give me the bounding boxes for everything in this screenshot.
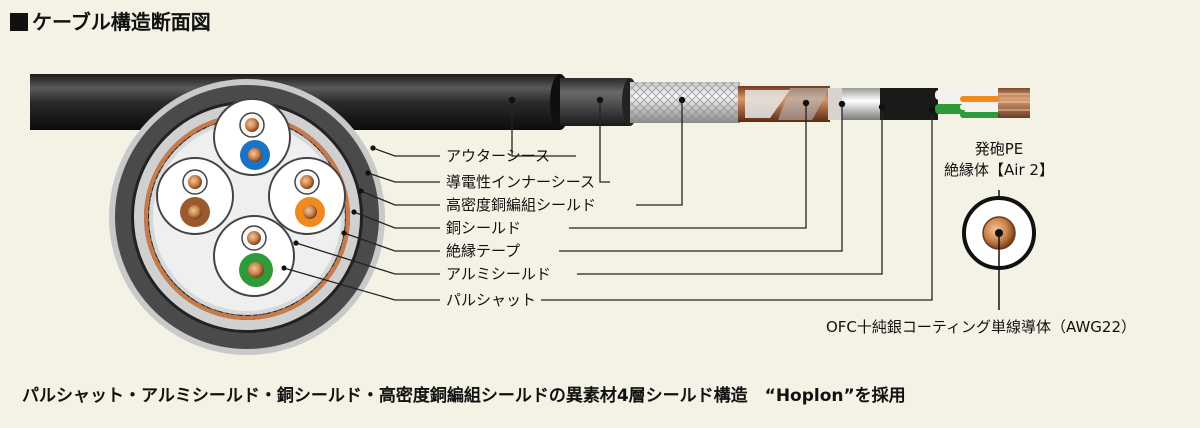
pair-green [213,215,295,297]
conductor-ends-long [998,88,1030,118]
inner-sheath-long [560,78,630,126]
pair-orange [268,157,346,235]
label-conductor: OFC十純銀コーティング単線導体（AWG22） [826,318,1136,336]
leader-lines [283,100,933,301]
label-pe-line2: 絶縁体【Air 2】 [944,161,1054,179]
title-text: ケーブル構造断面図 [32,10,211,34]
square-bullet-icon [10,13,28,31]
pair-blue [213,98,291,176]
pair-sheath-long [880,88,938,120]
insulating-tape-long [828,88,844,120]
leader-dots [281,96,936,271]
label-outer-sheath: アウターシース [446,147,550,165]
label-pe-line1: 発砲PE [974,140,1024,158]
label-copper-shield: 銅シールド [446,219,522,237]
label-aluminum-shield: アルミシールド [446,265,551,283]
aluminum-shield-long [842,88,882,120]
footer-caption: パルシャット・アルミシールド・銅シールド・高密度銅編組シールドの異素材4層シール… [22,386,906,406]
pair-brown [156,157,234,235]
label-palshat: パルシャット [446,291,537,309]
label-insulating-tape: 絶縁テープ [446,242,521,260]
label-conductive-inner-sheath: 導電性インナーシース [446,173,595,191]
page-title: ケーブル構造断面図 [10,6,211,35]
label-braid-shield: 高密度銅編組シールド [446,196,597,214]
